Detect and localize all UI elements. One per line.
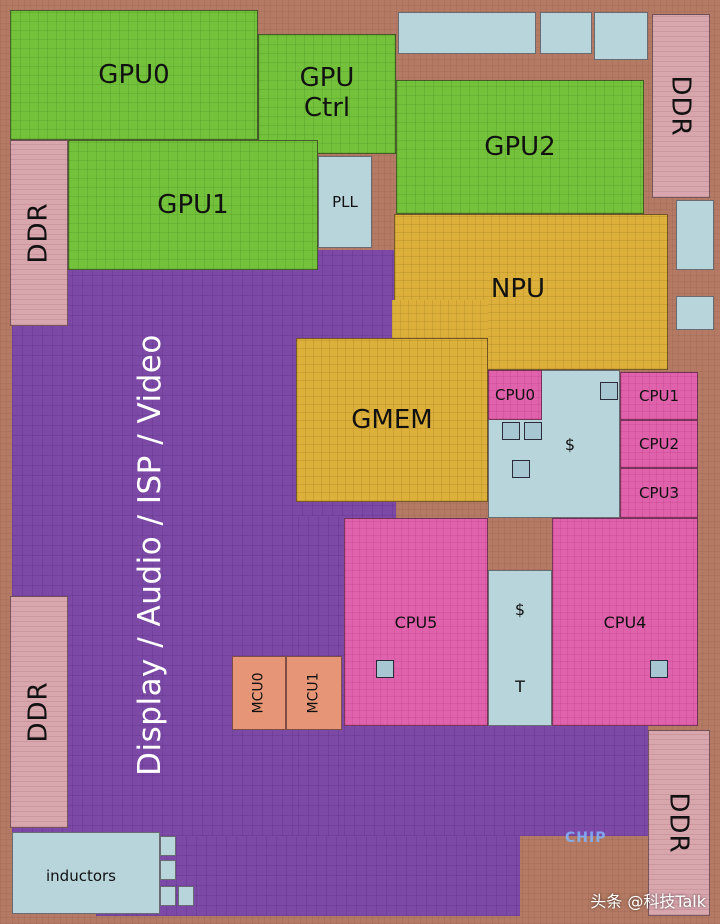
source-watermark: 头条 @科技Talk [590, 892, 706, 911]
cpu4-block: CPU4 [552, 518, 698, 726]
gpu0-block: GPU0 [10, 10, 258, 140]
chip-logo-watermark: CHIP [565, 830, 607, 846]
mcu1-block: MCU1 [286, 656, 342, 730]
right-cache-block-1 [676, 200, 714, 270]
ddr-label: DDR [24, 202, 55, 264]
inductors-block: inductors [12, 832, 160, 914]
gpu-ctrl-block: GPU Ctrl [258, 34, 396, 154]
gpu2-label: GPU2 [484, 132, 556, 162]
gmem-label: GMEM [351, 405, 433, 435]
cpu3-label: CPU3 [638, 484, 680, 502]
ddr-block-left-top: DDR [10, 140, 68, 326]
l2-cache-label: $ [564, 434, 576, 454]
l3-cache-block: $ T [488, 570, 552, 726]
mcu0-block: MCU0 [232, 656, 286, 730]
gpu2-block: GPU2 [396, 80, 644, 214]
inductor-cell [160, 860, 176, 880]
cpu0-label: CPU0 [494, 386, 536, 404]
media-region-ext2 [344, 726, 648, 836]
ddr-block-right-top: DDR [652, 14, 710, 198]
cpu3-block: CPU3 [620, 468, 698, 518]
pll-label: PLL [332, 193, 358, 211]
inductor-cell [178, 886, 194, 906]
ddr-block-right-bottom: DDR [648, 730, 710, 916]
l3-cache-label: $ [514, 600, 526, 619]
pll-block: PLL [318, 156, 372, 248]
gpu-ctrl-label: GPU Ctrl [299, 63, 355, 123]
mcu1-label: MCU1 [305, 672, 322, 714]
mcu0-label: MCU0 [250, 672, 267, 714]
cpu-macro-square [512, 460, 530, 478]
media-region-label: Display / Audio / ISP / Video [132, 334, 168, 776]
inductor-cell [160, 836, 176, 856]
cpu5-label: CPU5 [394, 612, 438, 632]
cpu0-block: CPU0 [488, 370, 542, 420]
inductors-label: inductors [46, 867, 116, 885]
inductor-cell [160, 886, 176, 906]
cpu1-label: CPU1 [638, 387, 680, 405]
cpu2-block: CPU2 [620, 420, 698, 468]
gpu0-label: GPU0 [98, 60, 170, 90]
cpu-macro-square [502, 422, 520, 440]
t-label: T [515, 677, 525, 696]
cpu5-block: CPU5 [344, 518, 488, 726]
ddr-block-left-bottom: DDR [10, 596, 68, 828]
gmem-block: GMEM [296, 338, 488, 502]
ddr-label: DDR [666, 75, 697, 137]
cpu5-macro-square [376, 660, 394, 678]
cpu-macro-square [524, 422, 542, 440]
gpu1-block: GPU1 [68, 140, 318, 270]
gpu1-label: GPU1 [157, 190, 229, 220]
cpu4-label: CPU4 [603, 612, 647, 632]
cpu2-label: CPU2 [638, 435, 680, 453]
cpu4-macro-square [650, 660, 668, 678]
ddr-label: DDR [24, 681, 55, 743]
top-cache-block-3 [594, 12, 648, 60]
cpu-macro-square [600, 382, 618, 400]
top-cache-block-2 [540, 12, 592, 54]
npu-label: NPU [490, 274, 546, 304]
top-cache-block-1 [398, 12, 536, 54]
right-cache-block-2 [676, 296, 714, 330]
cpu1-block: CPU1 [620, 372, 698, 420]
ddr-label: DDR [664, 792, 695, 854]
